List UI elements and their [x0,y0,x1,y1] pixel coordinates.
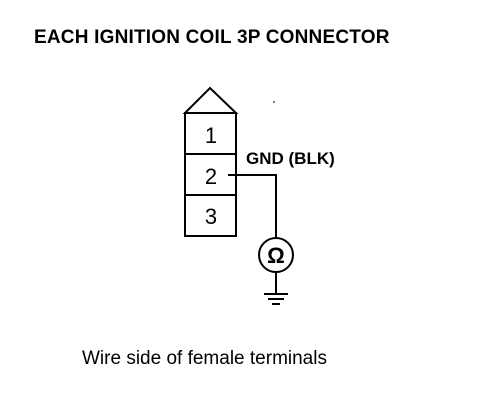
probe-wire [228,174,277,238]
pin-number-1: 1 [205,123,217,148]
ohm-symbol: Ω [267,243,285,268]
ground-icon [264,293,288,305]
diagram-caption: Wire side of female terminals [82,348,327,369]
pin-number-3: 3 [205,204,217,229]
connector-key-tab [182,86,239,114]
wire-label: GND (BLK) [246,149,335,168]
pin-number-2: 2 [205,164,217,189]
speck-mark [273,101,275,103]
diagram-title: EACH IGNITION COIL 3P CONNECTOR [34,27,390,48]
